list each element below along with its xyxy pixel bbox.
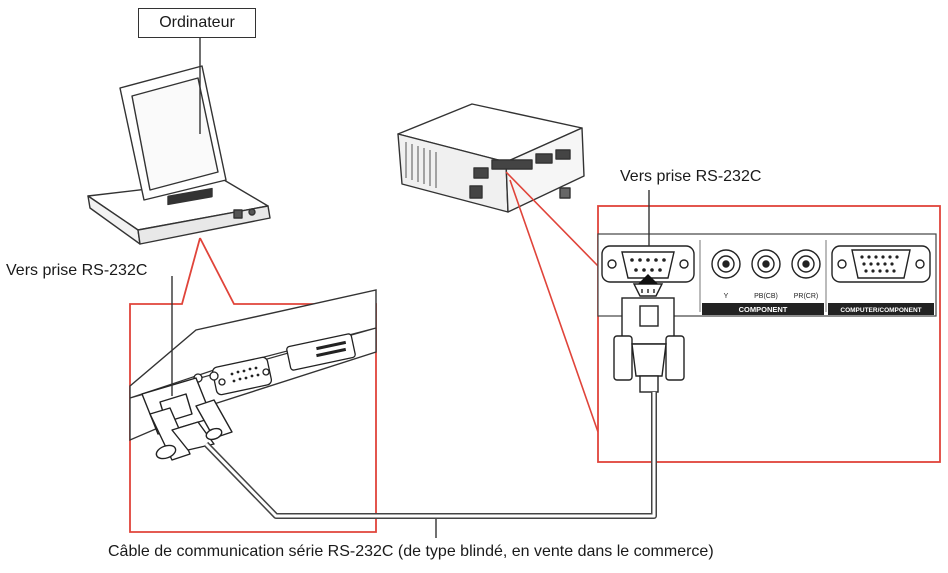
projector-rs232c-port: [601, 245, 695, 283]
rs232c-cable: [203, 392, 657, 519]
jack-pb-label: PB(CB): [754, 293, 778, 300]
computer-label: Ordinateur: [138, 8, 256, 38]
projector-port-label: Vers prise RS-232C: [620, 168, 762, 185]
computer-port-label: Vers prise RS-232C: [6, 262, 148, 279]
computer-strip-label: COMPUTER/COMPONENT: [840, 307, 921, 314]
laptop-illustration: [87, 65, 271, 245]
cable-label: Câble de communication série RS-232C (de…: [108, 543, 714, 560]
computer-strip: [828, 303, 934, 315]
jack-pr-label: PR(CR): [794, 293, 819, 300]
component-jacks: [711, 249, 821, 279]
projector-illustration: [397, 103, 585, 213]
computer-component-port: [831, 245, 931, 283]
component-strip-label: COMPONENT: [739, 305, 788, 314]
jack-y-label: Y: [724, 293, 729, 300]
projector-panel-callout: [505, 171, 941, 463]
computer-port-callout: [129, 237, 377, 533]
projector-side-plug: [613, 274, 685, 393]
component-strip: [702, 303, 824, 315]
